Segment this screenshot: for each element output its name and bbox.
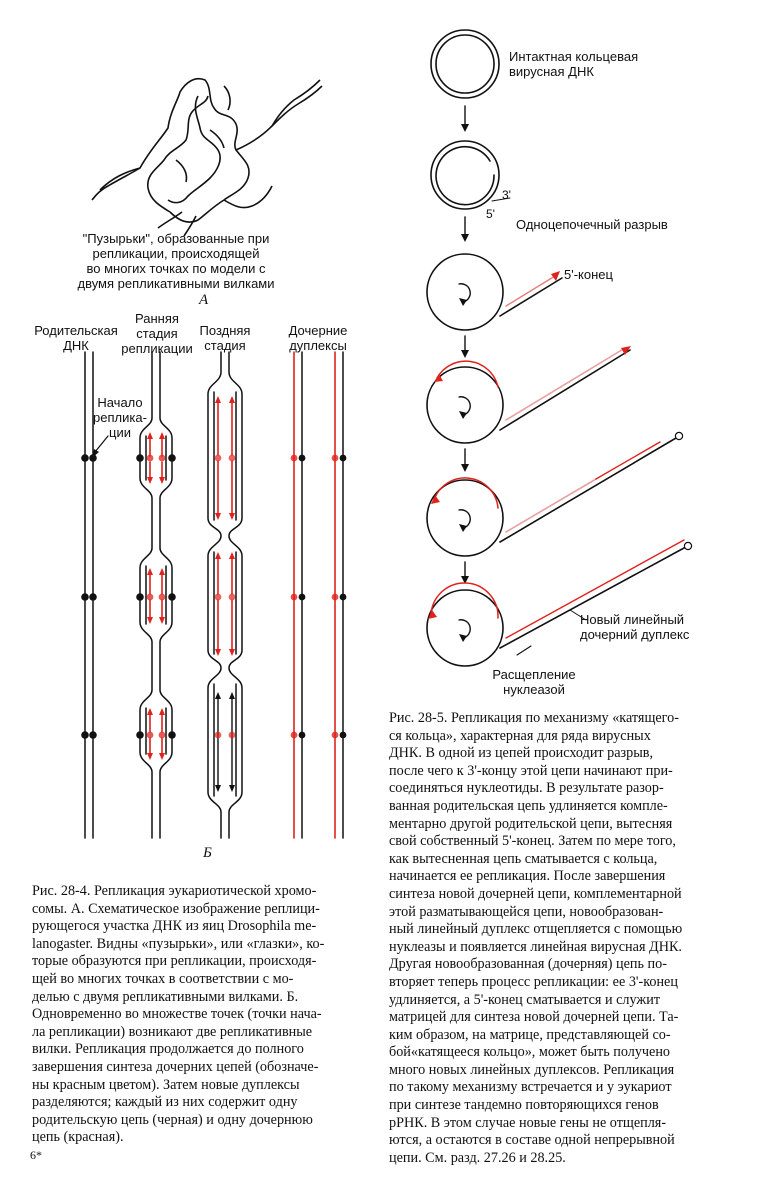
col3-line2: стадия	[204, 338, 246, 353]
origin-line3: ции	[109, 425, 131, 440]
fig4-panel-b-letter: Б	[203, 845, 212, 861]
fig5-caption-line: как вытесненная цепь сматывается с кольц…	[389, 850, 658, 867]
col3-line1: Поздняя	[199, 323, 251, 338]
fig4-caption-line: родительскую цепь (черная) и одну дочерн…	[32, 1111, 313, 1128]
col1-line2: ДНК	[63, 338, 89, 353]
fig5-intact-labels: Интактная кольцевая вирусная ДНК	[509, 49, 638, 79]
fig5-caption-line: при синтезе тандемно повторяющихся генов	[389, 1097, 659, 1114]
fig5-caption-line: матрицей для синтеза новой дочерней цепи…	[389, 1009, 679, 1026]
fig5-caption-line: Рис. 28-5. Репликация по механизму «катя…	[389, 710, 679, 726]
fig5-caption-line: удлиняется, а 5'-конец сматывается и слу…	[389, 991, 661, 1008]
nuclease-labels: Расщепление нуклеазой	[484, 667, 584, 697]
fig5-caption-line: начинается ее репликация. После завершен…	[389, 868, 666, 885]
fig4-a-caption-line4: двумя репликативными вилками	[77, 276, 275, 291]
fig5-caption-line: соединяться нуклеотиды. В результате раз…	[389, 780, 664, 797]
fig5-caption-line: рРНК. В этом случае новые гены не отщепл…	[389, 1114, 667, 1131]
col2-line3: репликации	[121, 341, 193, 356]
fig4-panel-a-letter: А	[199, 292, 209, 308]
fig5-caption-line: синтеза новой дочерней цепи, комплемента…	[389, 885, 682, 902]
new-duplex-line1: Новый линейный	[580, 612, 685, 627]
fig5-caption-line: ДНК. В одной из цепей происходит разрыв,	[389, 745, 654, 762]
col4-line2: дуплексы	[289, 338, 347, 353]
fig4-a-caption-line1: "Пузырьки", образованные при	[82, 231, 270, 246]
fig5-caption-line: ким образом, на матрице, представляющей …	[389, 1026, 671, 1043]
fig4-caption: Рис. 28-4. Репликация эукариотической хр…	[32, 883, 368, 1147]
origin-line2: реплика-	[93, 410, 147, 425]
page-number: 6*	[30, 1148, 42, 1162]
fig4-caption-line: вилки. Репликация продолжается до полног…	[32, 1041, 304, 1058]
fig5-caption-line: нуклеазы и появляется линейная вирусная …	[389, 938, 682, 955]
fig5-caption-line: по такому механизму встречается и у эука…	[389, 1079, 672, 1096]
col4-line1: Дочерние	[288, 323, 348, 338]
fig4-caption-line: делью с двумя репликативными вилками. Б.	[32, 988, 299, 1005]
end5-label: 5'	[486, 207, 495, 221]
fig5-caption-line: ются, а остаются в составе одной непреры…	[389, 1132, 675, 1149]
nuclease-line1: Расщепление	[492, 667, 576, 682]
fig5-caption-line: Другая новообразованная (дочерняя) цепь …	[389, 956, 667, 973]
fig4-caption-line: ны красным цветом). Затем новые дуплексы	[32, 1076, 300, 1093]
fig4-caption-line: завершения синтеза дочерних цепей (обозн…	[32, 1058, 319, 1075]
col2-line1: Ранняя	[135, 311, 179, 326]
fig5-caption-line: свой собственный 5'-конец. Затем по мере…	[389, 833, 676, 850]
fig5-caption: Рис. 28-5. Репликация по механизму «катя…	[389, 710, 731, 1167]
fig4-a-caption-line2: репликации, происходящей	[92, 246, 260, 261]
end5-konets-label: 5'-конец	[564, 267, 613, 282]
new-duplex-line2: дочерний дуплекс	[580, 627, 690, 642]
fig4-caption-line: разделяются; каждый из них содержит одну	[32, 1094, 298, 1111]
fig5-caption-line: вторяет теперь процесс репликации: ее 3'…	[389, 973, 678, 990]
fig5-caption-line: после чего к 3'-концу этой цепи начинают…	[389, 762, 673, 779]
fig5-caption-line: много новых линейных дуплексов. Репликац…	[389, 1061, 675, 1078]
fig5-caption-line: ный линейный дуплекс отщепляется с помощ…	[389, 921, 683, 938]
fig5-caption-line: ся кольца», характерная для ряда вирусны…	[389, 727, 651, 744]
fig4-caption-line: цепь (красная).	[32, 1129, 124, 1146]
col2-line2: стадия	[136, 326, 178, 341]
nick-label: Одноцепочечный разрыв	[516, 217, 668, 232]
fig4-caption-line: торые образуются при репликации, происхо…	[32, 953, 317, 970]
new-duplex-labels: Новый линейный дочерний дуплекс	[580, 612, 689, 642]
fig4-caption-line: сомы. А. Схематическое изображение репли…	[32, 900, 320, 917]
col1-line1: Родительская	[34, 323, 118, 338]
fig5-caption-line: ментарно другой родительской цепи, вытес…	[389, 815, 673, 832]
nuclease-line2: нуклеазой	[503, 682, 565, 697]
fig4-caption-line: ла репликации) возникают две репликативн…	[32, 1023, 313, 1040]
fig4-caption-line: Рис. 28-4. Репликация эукариотической хр…	[32, 883, 317, 899]
fig4-a-caption-line3: во многих точках по модели с	[86, 261, 266, 276]
fig4-caption-line: lanogaster. Видны «пузырьки», или «глазк…	[32, 935, 325, 952]
intact-line1: Интактная кольцевая	[509, 49, 639, 64]
intact-line2: вирусная ДНК	[509, 64, 594, 79]
end3-label: 3'	[502, 188, 511, 202]
fig4-caption-line: рующегося участка ДНК из яиц Drosophila …	[32, 918, 317, 935]
fig5-caption-line: цепи. См. разд. 27.26 и 28.25.	[389, 1149, 566, 1166]
fig4-caption-line: щей во многих точках в соответствии с мо…	[32, 970, 294, 987]
fig5-caption-line: этой разматывающейся цепи, новообразован…	[389, 903, 664, 920]
fig4-caption-line: Одновременно во множестве точек (точки н…	[32, 1006, 322, 1023]
fig5-caption-line: бой«катящееся кольцо», может быть получе…	[389, 1044, 671, 1061]
origin-line1: Начало	[97, 395, 143, 410]
fig5-caption-line: ванная родительская цепь удлиняется комп…	[389, 797, 668, 814]
